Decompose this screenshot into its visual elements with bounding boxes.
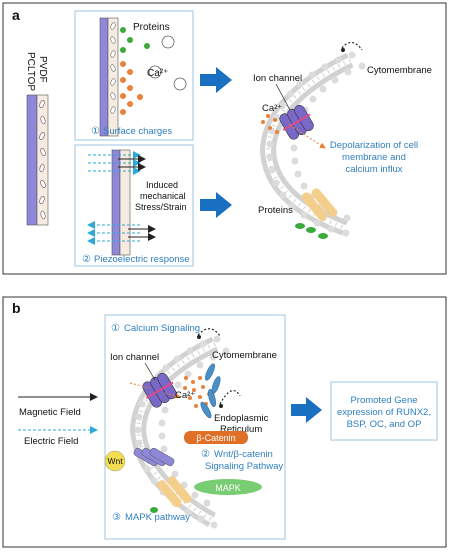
calcium-cell-label-a: Ca²⁺ [262,103,282,114]
induced-label-3: Stress/Strain [135,202,187,212]
calcium-label: Ca²⁺ [147,68,168,79]
surface-film [99,17,119,137]
surface-charge-dots [120,27,150,115]
arrow-to-outcome [291,397,322,423]
wnt-ligand [104,450,126,472]
magnetic-field-label: Magnetic Field [19,407,81,418]
cytomembrane-label-a: Cytomembrane [367,65,432,76]
piezo-film [111,149,131,256]
wnt-pathway-label-1: Wnt/β-catenin [214,449,273,460]
material-label-pcltop: PCLTOP [25,52,36,91]
panel-b-label: b [12,300,21,316]
protein-shapes [148,35,187,91]
piezo-label: Piezoelectric response [94,254,190,265]
depolarization-line-3: calcium influx [345,164,402,175]
calcium-influx-arrow-b [129,382,151,389]
ion-channel-label-b: Ion channel [110,352,159,363]
beta-catenin-pill [184,431,248,444]
endoplasmic-reticulum [200,363,221,419]
ion-channel-pointer-a [275,83,291,111]
wnt-receptor [133,447,175,467]
proteins-label: Proteins [133,22,170,33]
panel-a-frame [2,2,447,275]
cytomembrane-pointer-dot-a [341,48,345,52]
material-film [26,94,49,226]
ion-channel-b [142,372,177,408]
membrane-protein-a [301,188,338,221]
panel-a-label: a [12,7,20,23]
er-label-1: Endoplasmic [214,413,269,424]
wnt-label: Wnt [107,456,123,466]
ion-channel-pointer-b [144,362,156,381]
calcium-ions-a [261,114,279,134]
er-pointer-dot [219,404,223,408]
beta-catenin-label: β-Catenin [196,433,235,443]
surface-charges-label: Surface charges [103,126,172,137]
calcium-influx-arrow-a [289,124,326,149]
cell-membrane-a [259,52,354,236]
calcium-signaling-num: ① [111,323,120,334]
calcium-label-b: Ca²⁺ [175,390,195,401]
ion-channel-a [279,104,314,140]
arrow-piezo-to-cell [200,192,232,218]
wnt-pathway-num: ② [201,449,210,460]
surface-charges-box [74,10,194,141]
calcium-influx-arrow-b2 [164,392,181,399]
induced-label-2: mechanical [140,191,186,201]
calcium-signaling-label: Calcium Signaling [124,323,200,334]
arrow-surface-to-cell [200,67,232,93]
stress-arrows [87,151,156,245]
mapk-pathway-num: ③ [112,512,121,523]
surface-charges-num: ① [91,126,100,137]
er-pointer [219,389,241,405]
induced-label-1: Induced [146,180,178,190]
wnt-pathway-label-2: Signaling Pathway [205,461,283,472]
electric-field-label: Electric Field [24,436,78,447]
outcome-line-2: expression of RUNX2, [337,407,431,418]
protein-dot-b [150,507,158,513]
mapk-pill [194,479,262,495]
depolarization-line-2: membrane and [342,152,406,163]
material-label-pvdf: PVDF [37,56,48,83]
cytomembrane-label-b: Cytomembrane [212,350,277,361]
cytomembrane-pointer-b [197,328,221,337]
outcome-line-1: Promoted Gene [350,395,417,406]
piezo-num: ② [82,254,91,265]
outcome-box [330,381,438,441]
proteins-cell-label-a: Proteins [258,205,293,216]
protein-dots-a [295,223,328,239]
cytomembrane-pointer-dot-b [197,335,201,339]
er-label-2: Reticulum [220,424,262,435]
mapk-label: MAPK [215,483,241,493]
outcome-line-3: BSP, OC, and OP [347,419,422,430]
mapk-pathway-label: MAPK pathway [125,512,190,523]
mapk-receptor [157,476,192,508]
ion-channel-label-a: Ion channel [253,73,302,84]
depolarization-line-1: Depolarization of cell [330,140,418,151]
